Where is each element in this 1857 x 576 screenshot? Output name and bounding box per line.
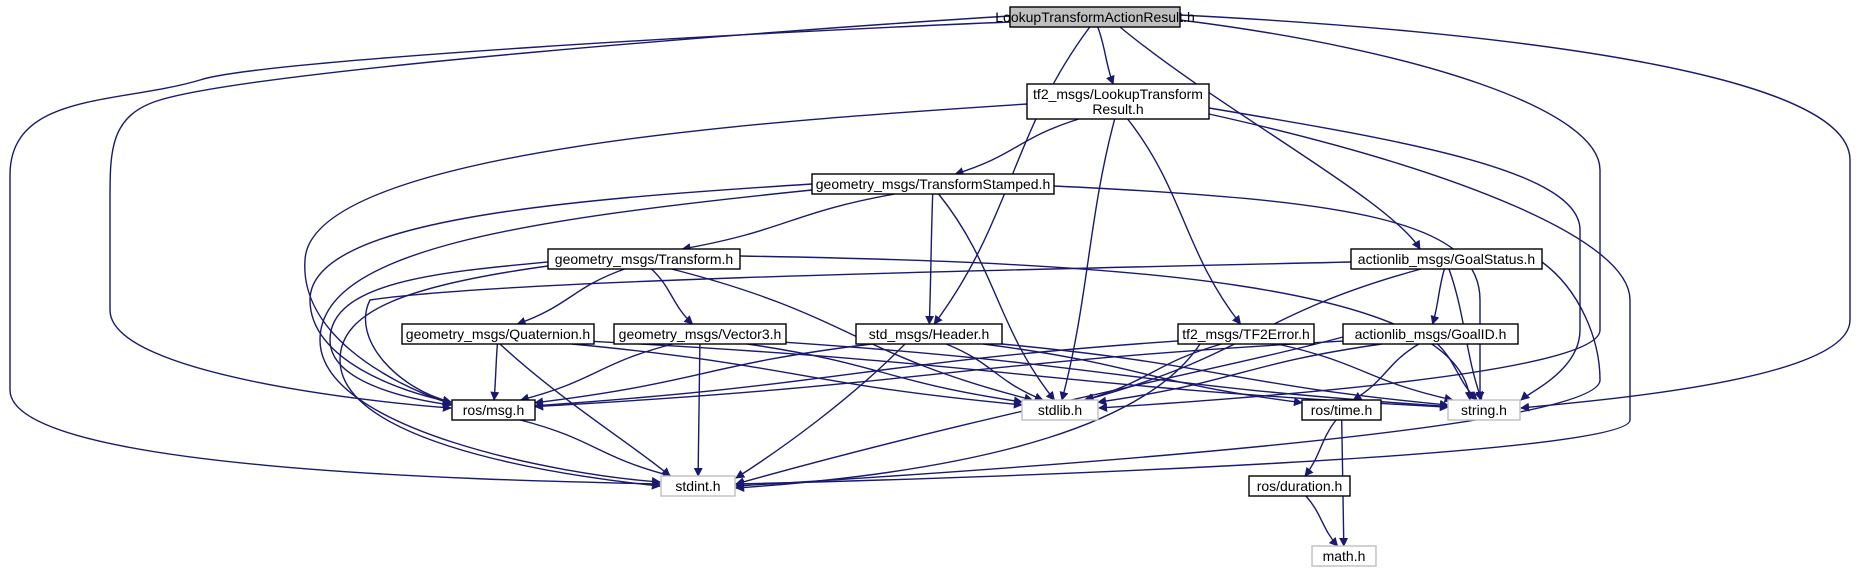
edge-root-to-stdint [9, 21, 1011, 489]
edge-transform-stamped-to-transform [681, 193, 895, 252]
node-label: Result.h [1092, 101, 1143, 117]
node-vector3[interactable]: geometry_msgs/Vector3.h [613, 323, 787, 345]
edge-goal-id-to-stdint [735, 336, 1344, 487]
node-label: geometry_msgs/Vector3.h [619, 326, 782, 342]
edge-goal-id-to-ros-msg [534, 340, 1344, 411]
edge-transform-stamped-to-header [925, 193, 935, 325]
node-ros-msg[interactable]: ros/msg.h [451, 399, 536, 421]
node-label: ros/time.h [1311, 402, 1372, 418]
edge-transform-to-ros-msg [329, 261, 549, 409]
edge-ros-msg-to-stdint [520, 419, 672, 479]
node-label: tf2_msgs/LookupTransform [1033, 86, 1203, 102]
edge-header-to-stdlib [945, 343, 1044, 402]
edge-header-to-string [1001, 343, 1449, 409]
edge-transform-to-string [739, 255, 1474, 401]
edge-vector3-to-stdint [693, 343, 703, 477]
edge-root-to-goal-status [1119, 26, 1421, 250]
edge-tf2-result-to-tf2-error [1127, 118, 1242, 325]
node-label: ros/duration.h [1257, 478, 1343, 494]
node-tf2-error[interactable]: tf2_msgs/TF2Error.h [1177, 323, 1315, 345]
edge-ros-time-to-ros-duration [1304, 419, 1337, 477]
node-stdint: stdint.h [660, 475, 736, 497]
node-quaternion[interactable]: geometry_msgs/Quaternion.h [401, 323, 595, 345]
edge-ros-duration-to-math [1305, 495, 1339, 547]
edge-root-to-tf2-result [1097, 26, 1115, 85]
file-nodes: LookupTransformActionResult.h tf2_msgs/Lo… [401, 6, 1543, 567]
edge-root-to-ros-msg [109, 15, 1011, 412]
edge-tf2-error-to-stdint [735, 343, 1201, 492]
edge-transform-to-stdint [339, 265, 661, 490]
node-label: std_msgs/Header.h [869, 326, 990, 342]
edge-quaternion-to-stdint [499, 343, 671, 477]
edge-vector3-to-ros-msg [519, 343, 673, 403]
node-root[interactable]: LookupTransformActionResult.h [995, 6, 1195, 28]
node-math: math.h [1311, 545, 1377, 567]
node-label: geometry_msgs/Transform.h [555, 251, 733, 267]
edge-transform-stamped-to-ros-msg [309, 183, 813, 405]
node-label: actionlib_msgs/GoalStatus.h [1358, 251, 1535, 267]
dependency-edges [9, 14, 1851, 547]
edge-vector3-to-stdlib [747, 343, 1023, 406]
node-label: geometry_msgs/TransformStamped.h [816, 176, 1050, 192]
edge-goal-status-to-ros-msg [364, 261, 1352, 405]
node-label: geometry_msgs/Quaternion.h [406, 326, 590, 342]
node-goal-status[interactable]: actionlib_msgs/GoalStatus.h [1350, 248, 1543, 270]
node-label: stdlib.h [1038, 402, 1082, 418]
edge-tf2-error-to-ros-msg [534, 340, 1179, 410]
edge-quaternion-to-stdlib [571, 343, 1023, 409]
node-label: string.h [1461, 402, 1507, 418]
node-stdlib: stdlib.h [1021, 399, 1099, 421]
node-ros-duration[interactable]: ros/duration.h [1248, 475, 1351, 497]
node-label: math.h [1323, 548, 1366, 564]
node-transform[interactable]: geometry_msgs/Transform.h [547, 248, 741, 270]
node-label: ros/msg.h [463, 402, 524, 418]
edge-transform-stamped-to-string [1053, 185, 1485, 401]
edge-goal-status-to-goal-id [1430, 268, 1446, 325]
edge-quaternion-to-string [593, 340, 1449, 412]
node-string: string.h [1447, 399, 1521, 421]
edge-goal-id-to-stdlib [1097, 343, 1382, 406]
edge-header-to-ros-msg [534, 343, 872, 407]
edge-transform-to-quaternion [516, 268, 625, 326]
edge-root-to-stdlib [1098, 19, 1601, 412]
edge-header-to-stdint [735, 343, 906, 479]
node-label: actionlib_msgs/GoalID.h [1355, 326, 1507, 342]
edge-transform-stamped-to-stdlib [938, 193, 1055, 401]
node-label: stdint.h [675, 478, 720, 494]
edge-tf2-result-to-string [1208, 107, 1581, 401]
node-transform-stamped[interactable]: geometry_msgs/TransformStamped.h [811, 173, 1055, 195]
edge-tf2-error-to-string [1277, 343, 1454, 403]
edge-goal-id-to-string [1437, 343, 1478, 401]
node-goal-id[interactable]: actionlib_msgs/GoalID.h [1342, 323, 1519, 345]
node-label: LookupTransformActionResult.h [995, 9, 1194, 25]
edge-root-to-string [1179, 14, 1851, 412]
node-header[interactable]: std_msgs/Header.h [855, 323, 1003, 345]
edge-transform-to-stdlib [671, 268, 1034, 403]
edge-tf2-result-to-stdint [735, 113, 1631, 489]
edge-vector3-to-string [785, 341, 1449, 411]
edge-tf2-result-to-stdlib [1059, 118, 1116, 401]
edge-tf2-result-to-ros-msg [304, 103, 1028, 406]
node-label: tf2_msgs/TF2Error.h [1182, 326, 1310, 342]
edge-transform-to-vector3 [651, 268, 694, 325]
node-ros-time[interactable]: ros/time.h [1301, 399, 1382, 421]
edge-tf2-result-to-transform-stamped [954, 118, 1080, 176]
edge-transform-stamped-to-stdint [319, 189, 813, 486]
edge-goal-id-to-ros-time [1352, 343, 1420, 401]
edge-quaternion-to-ros-msg [490, 343, 500, 401]
